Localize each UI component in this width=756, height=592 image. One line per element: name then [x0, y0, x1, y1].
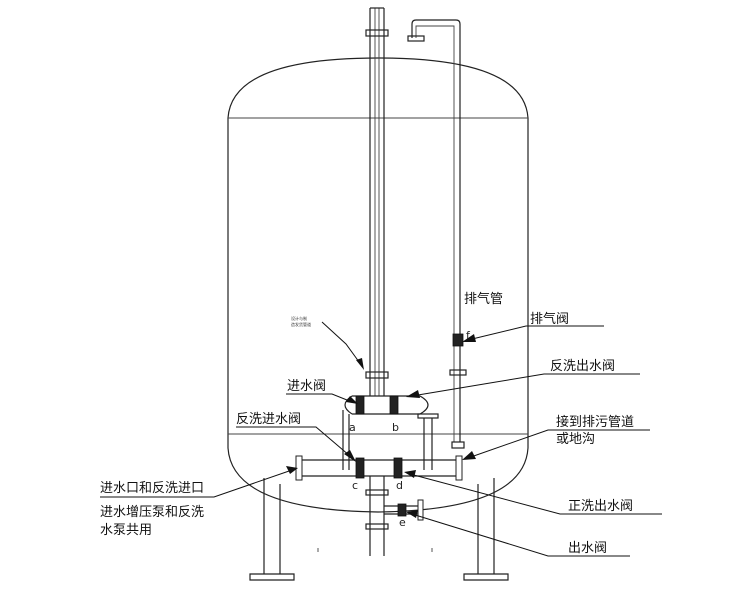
valve-letter-a: a	[349, 421, 356, 434]
vent-flange-top	[407, 35, 425, 42]
inlet-port-leader	[100, 469, 293, 498]
forward-wash-arrow	[404, 470, 416, 478]
backwash-in-label: 反洗进水阀	[236, 412, 301, 427]
exhaust-valve-arrow	[462, 334, 476, 342]
valve-manifold	[295, 395, 463, 556]
backwash-out-leader	[411, 373, 640, 397]
central-pipe-flange-top	[365, 29, 389, 37]
valve-letter-d: d	[396, 479, 403, 492]
tiny-label-arrow	[356, 358, 364, 370]
lower-flange	[365, 489, 389, 496]
vent-pipe-outer	[411, 19, 461, 442]
central-pipe	[365, 7, 389, 396]
valve-letter-c: c	[352, 479, 358, 492]
leg-right-foot	[463, 573, 509, 581]
leg-left-foot	[249, 573, 295, 581]
backwash-in-arrow	[344, 450, 356, 462]
leg-right	[477, 478, 495, 574]
backwash-out-arrow	[406, 390, 420, 398]
vent-pipe	[407, 19, 467, 449]
backwash-out-valve-b	[389, 395, 399, 415]
vent-flange-low	[449, 369, 467, 376]
exhaust-valve-label: 排气阀	[530, 311, 569, 327]
right-riser-flange	[417, 413, 439, 419]
inlet-valve-leader	[286, 393, 353, 403]
outlet-valve-e	[397, 503, 407, 517]
outlet-valve-leader	[411, 513, 630, 557]
tank-body	[227, 57, 529, 513]
valve-letter-b: b	[392, 421, 399, 434]
lower-flange-2	[365, 523, 389, 530]
drain-port-flange	[455, 455, 463, 481]
left-riser	[342, 410, 350, 470]
support-legs	[249, 478, 509, 581]
inlet-valve-label: 进水阀	[287, 379, 326, 394]
lower-manifold	[300, 459, 460, 477]
inlet-valve-arrow	[346, 396, 358, 404]
drain-leader	[467, 429, 650, 459]
inlet-port-label: 进水口和反洗进口	[100, 481, 204, 496]
valve-letter-e: e	[399, 516, 406, 529]
exhaust-valve-leader	[467, 325, 604, 341]
backwash-in-valve-c	[355, 457, 365, 479]
backwash-in-leader	[236, 426, 351, 457]
tank-top-dome	[227, 57, 529, 119]
forward-wash-label: 正洗出水阀	[568, 499, 633, 514]
outlet-valve-label: 出水阀	[568, 541, 607, 556]
drain-arrow	[462, 451, 476, 460]
exhaust-valve-f	[452, 333, 464, 347]
right-riser	[423, 418, 433, 470]
forward-wash-leader	[409, 473, 662, 515]
forward-wash-valve-d	[393, 457, 403, 479]
tiny-label-line2: 造发货管道	[291, 321, 311, 327]
tiny-label-line1: 设计与制	[291, 315, 307, 321]
inlet-port-arrow	[286, 466, 298, 474]
inlet-valve-a	[355, 395, 365, 415]
pump-label-1: 进水增压泵和反洗	[100, 505, 204, 520]
drain-label-2: 或地沟	[556, 432, 595, 447]
tank-bottom-dome	[227, 447, 529, 513]
exhaust-pipe-label: 排气管	[464, 291, 503, 307]
upper-manifold-bend	[419, 395, 429, 415]
lower-central-stub	[369, 476, 385, 556]
outlet-valve-arrow	[406, 510, 418, 518]
vent-pipe-inner	[415, 25, 455, 442]
backwash-out-label: 反洗出水阀	[550, 359, 615, 374]
drain-label: 接到排污管道	[556, 414, 634, 430]
valve-letter-f: f	[466, 329, 471, 342]
pump-label-2: 水泵共用	[100, 523, 152, 538]
vent-pipe-foot	[451, 441, 465, 449]
central-pipe-flange-low	[365, 371, 389, 379]
tiny-label-leader	[321, 321, 363, 367]
ground-marks	[317, 548, 433, 552]
leg-left	[263, 478, 281, 574]
